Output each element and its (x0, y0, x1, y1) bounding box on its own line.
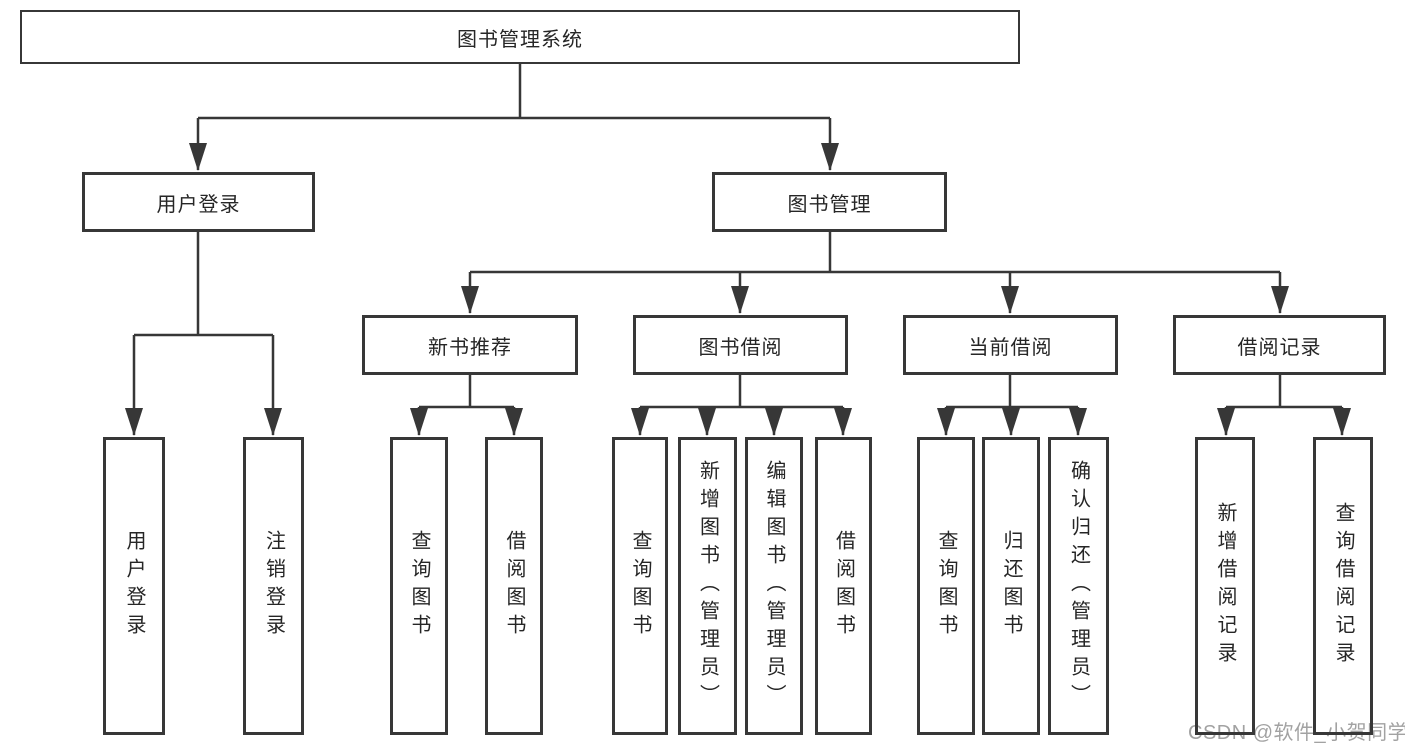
connector-current-borrow-subtree (937, 373, 1087, 436)
leaf-logout-label: 注销登录 (262, 530, 285, 642)
leaf-bb-borrow-book: 借阅图书 (815, 437, 872, 735)
connector-borrow-records-subtree (1217, 373, 1351, 436)
leaf-cb-query-book-label: 查询图书 (935, 530, 957, 642)
leaf-cb-confirm-return-admin: 确认归还（管理员） (1048, 437, 1109, 735)
node-borrow-records-label: 借阅记录 (1237, 336, 1322, 359)
connector-root-to-level2 (189, 62, 839, 171)
leaf-br-add-record-label: 新增借阅记录 (1214, 502, 1236, 670)
connector-book-management-to-level3 (461, 230, 1289, 314)
node-book-borrow: 图书借阅 (633, 315, 848, 375)
node-book-management: 图书管理 (712, 172, 947, 232)
connector-book-borrow-subtree (631, 373, 852, 436)
connector-user-login-subtree (125, 230, 282, 436)
leaf-rec-borrow-book: 借阅图书 (485, 437, 543, 735)
leaf-cb-return-book: 归还图书 (982, 437, 1040, 735)
leaf-user-login-label: 用户登录 (123, 530, 145, 642)
leaf-cb-confirm-return-admin-label: 确认归还（管理员） (1067, 460, 1090, 712)
leaf-user-login: 用户登录 (103, 437, 165, 735)
leaf-rec-borrow-book-label: 借阅图书 (503, 530, 525, 642)
leaf-bb-query-book: 查询图书 (612, 437, 668, 735)
csdn-watermark: CSDN @软件_小贺同学 (1188, 722, 1405, 744)
node-new-book-recommend: 新书推荐 (362, 315, 578, 375)
node-user-login-label: 用户登录 (156, 193, 241, 216)
leaf-rec-query-book-label: 查询图书 (408, 530, 430, 642)
leaf-bb-add-book-admin-label: 新增图书（管理员） (696, 460, 719, 712)
node-book-management-label: 图书管理 (787, 193, 872, 216)
leaf-cb-query-book: 查询图书 (917, 437, 975, 735)
connector-new-book-recommend-subtree (410, 373, 523, 436)
node-new-book-recommend-label: 新书推荐 (428, 336, 512, 359)
leaf-bb-borrow-book-label: 借阅图书 (832, 530, 855, 642)
leaf-cb-return-book-label: 归还图书 (1000, 530, 1022, 642)
leaf-rec-query-book: 查询图书 (390, 437, 448, 735)
leaf-bb-add-book-admin: 新增图书（管理员） (678, 437, 737, 735)
node-book-borrow-label: 图书借阅 (698, 336, 783, 359)
leaf-bb-edit-book-admin-label: 编辑图书（管理员） (763, 460, 785, 712)
leaf-br-query-record: 查询借阅记录 (1313, 437, 1373, 735)
node-current-borrow: 当前借阅 (903, 315, 1118, 375)
leaf-bb-query-book-label: 查询图书 (629, 530, 651, 642)
leaf-br-query-record-label: 查询借阅记录 (1332, 502, 1354, 670)
node-root: 图书管理系统 (20, 10, 1020, 64)
leaf-logout: 注销登录 (243, 437, 304, 735)
node-current-borrow-label: 当前借阅 (968, 336, 1053, 359)
node-borrow-records: 借阅记录 (1173, 315, 1386, 375)
node-root-label: 图书管理系统 (457, 28, 583, 51)
leaf-bb-edit-book-admin: 编辑图书（管理员） (745, 437, 803, 735)
leaf-br-add-record: 新增借阅记录 (1195, 437, 1255, 735)
node-user-login: 用户登录 (82, 172, 315, 232)
